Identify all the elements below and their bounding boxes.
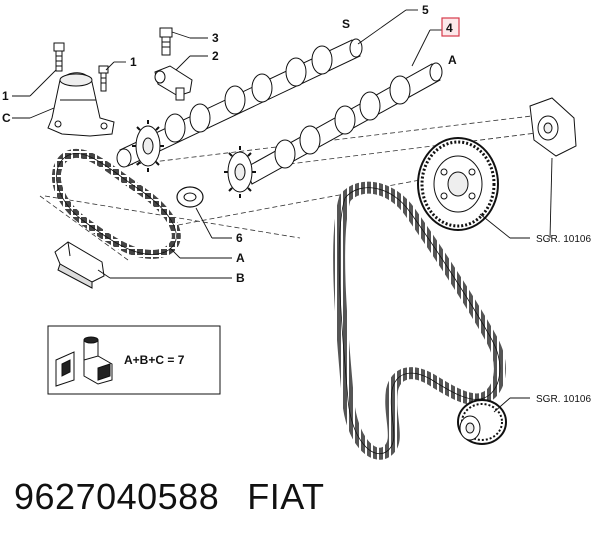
- leader-lines: [12, 9, 553, 413]
- part-number-footer: 9627040588 FIAT: [14, 476, 353, 518]
- highlight-box: [441, 17, 460, 37]
- callout-a-top: A: [448, 53, 457, 67]
- bolt-1b: [98, 65, 109, 92]
- reference-label-2: SGR. 10106: [536, 394, 591, 405]
- sprocket-s: [132, 120, 164, 172]
- callout-5: 5: [422, 3, 429, 17]
- callout-a-bottom: A: [236, 251, 245, 265]
- camshaft-s: [116, 38, 363, 168]
- callout-s: S: [342, 17, 350, 31]
- chain-guide-shoe: [54, 241, 105, 289]
- callout-1b: 1: [130, 55, 137, 69]
- callout-2: 2: [212, 49, 219, 63]
- timing-belt: [333, 181, 506, 460]
- pulley-hub: [529, 97, 577, 157]
- bolt-1a: [53, 42, 65, 72]
- sprocket-a: [224, 146, 256, 198]
- callout-c: C: [2, 111, 11, 125]
- callout-b: B: [236, 271, 245, 285]
- brand-name: FIAT: [247, 476, 325, 517]
- bolt-3: [159, 27, 173, 56]
- tensioner-housing: [47, 72, 115, 137]
- kit-icon: [55, 336, 113, 387]
- reference-label-1: SGR. 10106: [536, 234, 591, 245]
- sensor-2: [154, 65, 193, 101]
- crankshaft-pulley: [457, 399, 507, 445]
- callout-6: 6: [236, 231, 243, 245]
- callout-1a: 1: [2, 89, 9, 103]
- kit-legend-box: A+B+C = 7: [47, 325, 221, 395]
- timing-chain: [51, 149, 181, 259]
- kit-formula: A+B+C = 7: [124, 353, 185, 367]
- callout-3: 3: [212, 31, 219, 45]
- callout-4: 4: [446, 21, 453, 35]
- camshaft-a: [244, 62, 443, 185]
- washer: [176, 186, 204, 208]
- part-number: 9627040588: [14, 476, 220, 517]
- camshaft-pulley: [417, 137, 499, 231]
